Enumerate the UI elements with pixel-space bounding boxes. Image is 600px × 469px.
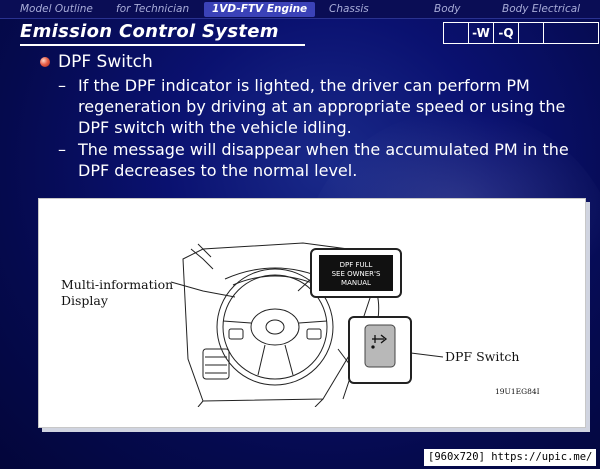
display-line-2: SEE OWNER'S (332, 270, 381, 278)
title-underline (20, 44, 305, 46)
dpf-switch-icon (371, 334, 388, 349)
dash-icon: – (58, 76, 66, 95)
watermark: [960x720] https://upic.me/ (424, 449, 597, 466)
model-box-1 (444, 23, 469, 43)
nav-tab-chassis[interactable]: Chassis (329, 3, 369, 15)
model-box-5 (544, 23, 569, 43)
nav-tab-for-technician[interactable]: for Technician (116, 3, 190, 15)
sub-item-text: The message will disappear when the accu… (78, 140, 569, 180)
bullet-heading: DPF Switch (58, 52, 153, 72)
page-title: Emission Control System (20, 21, 279, 42)
label-multi-information: Multi-information (61, 277, 174, 292)
illustration-panel: DPF FULL SEE OWNER'S MANUAL Multi-inform… (38, 198, 586, 428)
display-line-1: DPF FULL (340, 261, 373, 269)
model-code-boxes: -W -Q (443, 22, 599, 44)
model-box-q: -Q (494, 23, 519, 43)
sub-item-2: – The message will disappear when the ac… (58, 139, 592, 181)
top-navigation: Model Outline for Technician 1VD-FTV Eng… (0, 0, 600, 19)
nav-tab-body[interactable]: Body (434, 3, 461, 15)
nav-tab-body-electrical[interactable]: Body Electrical (502, 3, 581, 15)
label-dpf-switch: DPF Switch (445, 349, 520, 364)
sub-item-text: If the DPF indicator is lighted, the dri… (78, 76, 566, 137)
model-box-w: -W (469, 23, 494, 43)
dash-icon: – (58, 140, 66, 159)
figure-code: 19U1EG84I (495, 387, 540, 396)
sub-item-1: – If the DPF indicator is lighted, the d… (58, 75, 592, 138)
display-line-3: MANUAL (341, 279, 371, 287)
nav-tab-1vd-ftv-engine[interactable]: 1VD-FTV Engine (204, 2, 316, 17)
title-bar: Emission Control System -W -Q (12, 20, 599, 46)
label-display: Display (61, 293, 108, 308)
bullet-dot-icon (40, 57, 50, 67)
dashboard-illustration: DPF FULL SEE OWNER'S MANUAL (170, 242, 444, 408)
illustration: DPF FULL SEE OWNER'S MANUAL Multi-inform… (53, 229, 563, 408)
nav-tab-model-outline[interactable]: Model Outline (20, 3, 93, 15)
bullet-item: DPF Switch (36, 50, 592, 74)
model-box-4 (519, 23, 544, 43)
slide-content: DPF Switch – If the DPF indicator is lig… (36, 50, 592, 181)
